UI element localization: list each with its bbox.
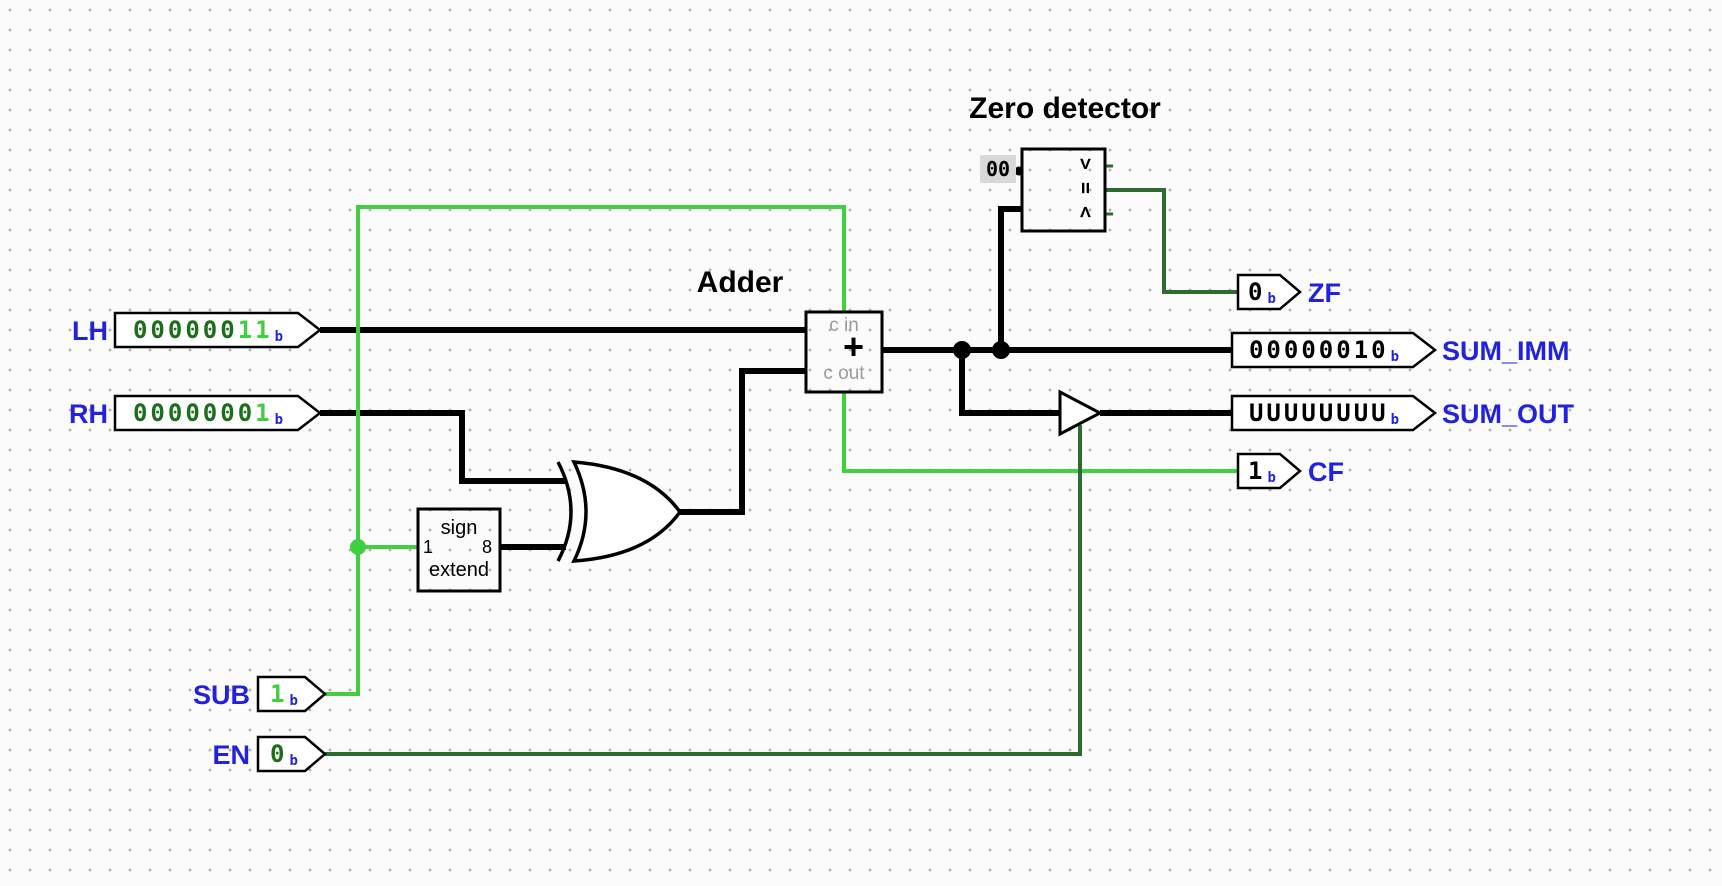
cf-label: CF [1308, 457, 1344, 487]
wire-rh-to-xor [320, 410, 566, 484]
sum-out-label: SUM_OUT [1442, 399, 1575, 429]
sign-extend-box [416, 507, 502, 593]
xor-gate-input-arc [556, 461, 573, 562]
sign-extend-label-line2: extend [428, 559, 490, 581]
wire-sum-branch-to-comparator [998, 206, 1022, 350]
comparator-ops-label: > = < [1074, 157, 1098, 219]
rh-bits: 00000001 [132, 399, 273, 427]
wire-carry-out-to-cf [842, 392, 1238, 473]
adder-title: Adder [696, 266, 784, 299]
wire-sub-to-carry-in [325, 205, 846, 696]
wire-comparator-to-zf [1105, 188, 1238, 294]
wire-sum-branch-to-buffer [959, 350, 1060, 416]
xor-gate [571, 460, 683, 563]
sub-label: SUB [192, 680, 250, 710]
wire-en-to-buffer-enable [325, 425, 1082, 756]
bit-width-subscript: b [1390, 412, 1400, 428]
wire-xor-to-adder [676, 368, 806, 515]
sum-bus-junction-dot [953, 341, 971, 359]
bit-width-subscript: b [289, 753, 298, 769]
constant-junction-dot [1014, 166, 1024, 176]
adder-carry-out-label: c out [823, 363, 865, 384]
lh-bits: 00000011 [132, 316, 273, 344]
sub-input-pin[interactable] [256, 675, 327, 713]
cf-bits: 1 [1248, 457, 1266, 485]
zf-bits: 0 [1248, 278, 1266, 306]
sign-extend-input-width: 1 [423, 537, 434, 557]
sum-imm-output-pin [1230, 331, 1438, 369]
adder-box [804, 310, 884, 394]
bit-width-subscript: b [1390, 349, 1400, 365]
sub-bits: 1 [270, 680, 288, 708]
comparator-box [1020, 147, 1107, 233]
lh-label: LH [72, 316, 108, 346]
sum-out-bits: UUUUUUUU [1248, 399, 1389, 427]
sum-imm-bits: 00000010 [1248, 336, 1389, 364]
adder-carry-in-label: c in [829, 315, 859, 336]
tri-state-buffer [1058, 389, 1104, 437]
en-bits: 0 [270, 740, 288, 768]
sign-extend-output-width: 8 [482, 537, 493, 557]
bit-width-subscript: b [274, 412, 284, 428]
sum-out-output-pin [1230, 394, 1438, 432]
en-label: EN [212, 740, 250, 770]
bit-width-subscript: b [274, 329, 284, 345]
rh-input-pin[interactable] [113, 394, 323, 432]
zf-output-pin [1236, 273, 1302, 311]
bit-width-subscript: b [1267, 470, 1276, 486]
adder-plus-symbol: + [843, 326, 865, 367]
rh-label: RH [69, 399, 108, 429]
bit-width-subscript: b [289, 693, 298, 709]
zero-detector-title: Zero detector [969, 92, 1161, 125]
sub-wire-junction-dot [350, 539, 366, 555]
sum-bus-junction-dot [992, 341, 1010, 359]
lh-input-pin[interactable] [113, 311, 323, 349]
en-input-pin[interactable] [256, 735, 327, 773]
zf-label: ZF [1308, 278, 1341, 308]
sum-imm-label: SUM_IMM [1442, 336, 1570, 366]
cf-output-pin [1236, 452, 1302, 490]
comparator-constant: 00 [980, 155, 1016, 183]
sign-extend-label-line1: sign [440, 517, 478, 539]
bit-width-subscript: b [1267, 291, 1276, 307]
